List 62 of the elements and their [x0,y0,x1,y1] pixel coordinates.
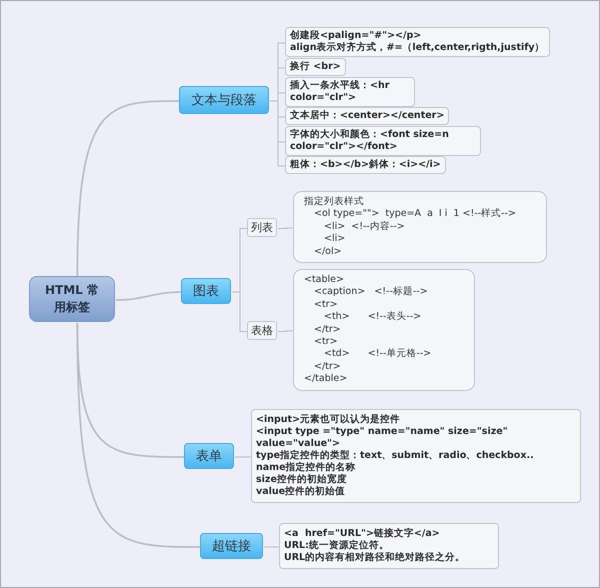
subtopic-box [247,321,277,340]
code-line: </tr> [313,360,342,374]
connector-line [76,100,180,278]
topic-box [181,278,231,304]
note-text: 字体的大小和颜色：<font size=n color="clr"></font> [290,129,450,153]
note-text: align表示对齐方式，#=（left,center,rigth,justify） [290,42,545,54]
note-text: 换行 <br> [290,61,341,73]
code-box [293,191,547,264]
note-text: 创建段<palign="#"></p> [290,30,422,42]
note-text: size控件的初始宽度 [256,474,348,486]
topic-box [200,533,263,559]
note-text: URL:统一资源定位符。 [284,540,390,552]
note-text: <a href="URL">链接文字</a> [284,528,441,540]
note-box [285,77,415,107]
note-box [285,107,450,125]
code-line: 指定列表样式 [304,196,365,208]
topic-label: HTML 常用标签 [44,282,100,316]
note-box [251,409,581,503]
topic-label: 图表 [193,283,219,300]
note-box [285,58,346,76]
code-line: <th> <!--表头--> [323,311,422,324]
topic-label: 列表 [251,220,273,235]
note-box [285,156,446,174]
note-text: type指定控件的类型：text、submit、radio、checkbox.. [256,450,535,462]
code-line: <td> <!--单元格--> [323,348,432,361]
code-line: <tr> [313,336,339,348]
connector-line [278,330,294,332]
topic-label: 表单 [196,448,222,465]
code-line: <li> [323,233,346,246]
code-line: </ol> [313,246,343,258]
connector-line [264,546,280,548]
topic-label: 文本与段落 [192,92,256,109]
note-text: name指定控件的名称 [256,462,357,474]
subtopic-box [247,218,277,237]
note-text: <input>元素也可以认为是控件 [256,414,402,426]
code-line: <ol type=""> type=A a I i 1 <!--样式--> [313,208,517,221]
note-box [285,27,550,57]
note-text: value控件的初始值 [256,486,346,498]
note-text: 粗体：<b></b>斜体：<i></i> [290,159,441,171]
code-line: <caption> <!--标题--> [313,286,429,299]
code-line: <tr> [313,298,339,312]
note-text: 插入一条水平线：<hr color="clr"> [290,80,390,104]
note-text: URL的内容有相对路径和绝对路径之分。 [284,552,466,564]
connector-line [234,456,252,458]
connector-line [278,228,294,229]
code-box [293,269,475,391]
connector-line [116,291,182,301]
topic-label: 表格 [251,323,273,338]
note-text: 文本居中：<center></center> [290,110,444,122]
connector-line [232,292,248,332]
note-box [279,523,499,569]
topic-box [184,443,234,469]
code-line: <table> [304,274,345,286]
connector-line [76,322,201,548]
code-line: </table> [304,373,348,386]
code-line: <li> <!--内容--> [323,220,406,234]
topic-box [179,86,269,114]
central-topic [29,276,115,322]
code-line: </tr> [313,324,342,336]
topic-label: 超链接 [212,538,251,555]
connector-line [270,100,286,166]
note-box [285,126,481,156]
